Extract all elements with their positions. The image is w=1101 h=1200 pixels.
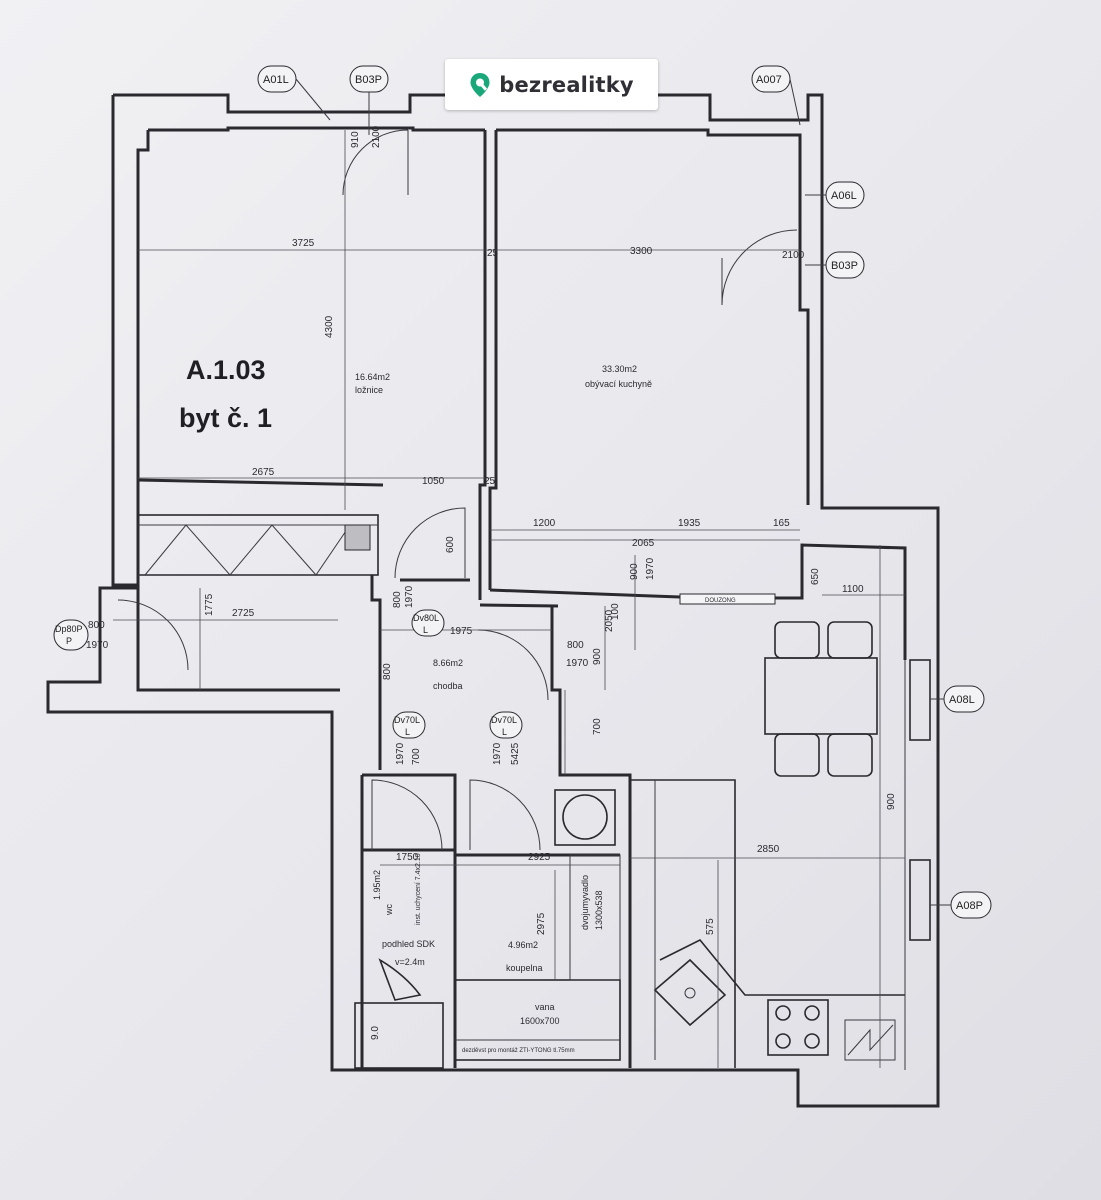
door-tag: Dv70L <box>394 715 420 725</box>
dim-label: 1750 <box>396 852 419 863</box>
dim-label: 1970 <box>492 742 503 765</box>
dim-label: 2675 <box>252 467 275 478</box>
window-sill-label: DOUZONG <box>705 598 736 604</box>
dim-label: 1970 <box>86 640 109 651</box>
svg-text:L: L <box>405 727 410 737</box>
door-tags: Dv80L L Dv70L L Dv70L L Dp80P P <box>53 609 523 739</box>
svg-text:L: L <box>423 625 428 635</box>
dim-label: 2100 <box>782 250 805 261</box>
wall-note: dezděvst pro montáž ZTI-YTONG tl.75mm <box>462 1048 575 1054</box>
window-tag: A01L <box>263 74 289 86</box>
dim-label: 575 <box>705 918 716 935</box>
dim-label: 650 <box>810 568 821 585</box>
annotations: podhled SDK v=2.4m vana 1600x700 dezděvs… <box>382 598 736 1054</box>
unit-code: A.1.03 <box>186 355 266 385</box>
dim-label: 1935 <box>678 518 701 529</box>
svg-text:P: P <box>66 636 72 646</box>
dim-label: 800 <box>88 620 105 631</box>
outer-walls <box>46 93 940 1108</box>
dim-label: 2850 <box>757 844 780 855</box>
door-tag: Dv70L <box>491 715 517 725</box>
room-name: obývací kuchyně <box>585 379 652 389</box>
shower-label: dvojumyvadlo <box>580 875 590 930</box>
window-tag: B03P <box>831 260 858 272</box>
dim-label: 900 <box>629 563 640 580</box>
dim-label: 165 <box>773 518 790 529</box>
brand-name: bezrealitky <box>499 72 634 97</box>
dim-label: 1970 <box>566 658 589 669</box>
bath-label: vana <box>535 1002 555 1012</box>
room-labels: 16.64m2 ložnice 33.30m2 obývací kuchyně … <box>355 364 652 973</box>
dimension-labels: 910 2100 3725 25 3300 4300 2675 1050 25 … <box>86 125 897 1040</box>
dim-label: 800 <box>392 591 403 608</box>
dim-label: 5425 <box>510 742 521 765</box>
room-name: ložnice <box>355 385 383 395</box>
window-tags: A01L B03P A007 A06L B03P A08L A08P <box>257 65 992 919</box>
window-tag: A08P <box>956 900 983 912</box>
window-tag: A007 <box>756 74 782 86</box>
dim-label: 3300 <box>630 246 653 257</box>
door-tag: Dv80L <box>413 613 439 623</box>
dimension-lines <box>113 130 905 1068</box>
room-area: 16.64m2 <box>355 372 390 382</box>
map-pin-icon <box>470 72 490 97</box>
window-tag: A06L <box>831 190 857 202</box>
dim-label: 2050 <box>604 609 615 632</box>
dim-label: 800 <box>567 640 584 651</box>
dim-label: 910 <box>350 131 361 148</box>
dim-label: 9.0 <box>370 1026 381 1040</box>
room-name: chodba <box>433 681 463 691</box>
dim-label: 1200 <box>533 518 556 529</box>
dim-label: 600 <box>445 536 456 553</box>
dim-label: 1970 <box>645 557 656 580</box>
dim-label: 2925 <box>528 852 551 863</box>
brand-logo[interactable]: bezrealitky <box>445 59 658 110</box>
room-name: wc <box>384 904 394 916</box>
dim-label: 100 <box>610 603 621 620</box>
dim-label: 2975 <box>536 912 547 935</box>
dim-label: 1975 <box>450 626 473 637</box>
window-tag: B03P <box>355 74 382 86</box>
dim-label: 1970 <box>395 742 406 765</box>
bath-size: 1600x700 <box>520 1016 560 1026</box>
shower-size: 1300x538 <box>594 890 604 930</box>
room-area: 33.30m2 <box>602 364 637 374</box>
dim-label: 2065 <box>632 538 655 549</box>
dim-label: 1775 <box>204 593 215 616</box>
dim-label: 700 <box>592 718 603 735</box>
door-tag: Dp80P <box>55 624 83 634</box>
dim-label: 2100 <box>371 125 382 148</box>
room-area: 8.66m2 <box>433 658 463 668</box>
sdk-ceiling-label: podhled SDK <box>382 939 435 949</box>
dim-label: 900 <box>886 793 897 810</box>
unit-name: byt č. 1 <box>179 403 272 433</box>
dim-label: 1100 <box>842 584 864 595</box>
sdk-ceiling-height: v=2.4m <box>395 957 425 967</box>
dim-label: 900 <box>592 648 603 665</box>
dim-label: 25 <box>484 476 496 487</box>
dim-label: 2725 <box>232 608 255 619</box>
window-tag: A08L <box>949 694 975 706</box>
room-name: koupelna <box>506 963 543 973</box>
installation-note: inst. uchycení 7.4x2.10 <box>415 853 422 925</box>
dim-label: 1050 <box>422 476 445 487</box>
room-area: 4.96m2 <box>508 940 538 950</box>
dim-label: 25 <box>487 248 499 259</box>
dim-label: 3725 <box>292 238 315 249</box>
dim-label: 700 <box>411 748 422 765</box>
room-area: 1.95m2 <box>372 870 382 900</box>
dim-label: 1970 <box>404 585 415 608</box>
dim-label: 4300 <box>324 315 335 338</box>
svg-text:L: L <box>502 727 507 737</box>
dim-label: 800 <box>382 663 393 680</box>
